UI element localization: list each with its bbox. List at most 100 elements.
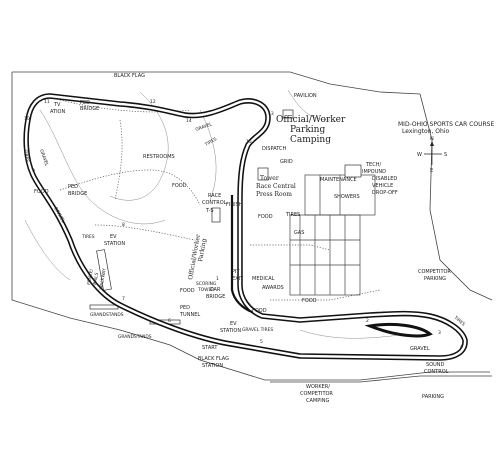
label-tires-left2: TIRES	[81, 234, 95, 240]
trail	[59, 99, 191, 113]
label-ev-station-1: EV	[110, 234, 117, 240]
turn-8: 8	[122, 222, 125, 228]
race-track	[23, 93, 468, 361]
label-grandstands-1: GRANDSTANDS	[90, 312, 124, 318]
contour-line	[199, 109, 217, 201]
compass: N S E W	[417, 136, 447, 174]
label-worker-camping-2: COMPETITOR	[300, 391, 333, 397]
label-tower-1: Tower	[260, 175, 279, 182]
label-gravel-top: GRAVEL	[195, 121, 214, 133]
label-pit: PIT	[232, 269, 240, 275]
label-food-6: FOOD	[252, 308, 267, 314]
label-tower-2: Race Central	[256, 183, 296, 190]
label-ped-tunnel-1: PED	[180, 305, 190, 311]
tower-building	[257, 167, 269, 181]
contour-line	[287, 89, 331, 121]
perimeter-road-bottom	[270, 375, 492, 383]
label-scoring-1: SCORING	[196, 281, 217, 287]
label-ev-station-2: STATION	[104, 241, 125, 247]
label-food-1: FOOD	[172, 183, 187, 189]
course-title: MID-OHIO SPORTS CAR COURSE	[398, 121, 494, 128]
pavilion-building	[282, 109, 294, 119]
label-start: START	[202, 345, 218, 351]
label-restrooms: RESTROOMS	[143, 154, 175, 160]
contour-line	[109, 91, 169, 201]
compass-w: W	[417, 152, 422, 158]
label-food-4: FOOD	[180, 288, 195, 294]
turn-10: 10	[24, 116, 30, 122]
label-ev-station-bottom-1: EV	[230, 321, 237, 327]
label-black-flag-top: BLACK FLAG	[114, 73, 145, 79]
paddock-grid	[289, 174, 376, 296]
label-black-flag-station-2: STATION	[202, 363, 223, 369]
label-fence-2: RAILS	[92, 272, 100, 285]
turn-7: 7	[122, 296, 125, 302]
label-food-2: FOOD	[258, 214, 273, 220]
turn-3: 3	[438, 330, 441, 336]
label-ped-bridge-top-2: BRIDGE	[80, 106, 99, 112]
turn-2: 2	[366, 318, 369, 324]
fence-walkway	[96, 249, 112, 291]
turn-5: 5	[260, 339, 263, 345]
label-disabled-2: VEHICLE	[372, 183, 393, 189]
label-awards: AWARDS	[262, 285, 284, 291]
label-ped-bridge-left-2: BRIDGE	[68, 191, 87, 197]
label-exit: EXIT	[232, 276, 244, 282]
label-maintenance: MAINTENANCE	[320, 177, 357, 183]
turn-15: 15	[246, 139, 252, 145]
compass-e: E	[430, 168, 433, 174]
compass-s: S	[444, 152, 447, 158]
label-ev-station-bottom-2: STATION	[220, 328, 241, 334]
label-dispatch: DISPATCH	[262, 146, 286, 152]
label-gas: GAS	[294, 230, 304, 236]
course-subtitle: Lexington, Ohio	[402, 128, 449, 135]
label-showers: SHOWERS	[334, 194, 360, 200]
race-control-building	[211, 207, 221, 223]
label-official-worker: Official/Worker	[276, 115, 346, 125]
label-sound-control-2: CONTROL	[424, 369, 449, 375]
label-food-3: FOOD	[34, 189, 49, 195]
label-race-control-1: RACE	[208, 193, 221, 199]
label-gravel-right: GRAVEL	[410, 346, 430, 352]
label-car-bridge-2: BRIDGE	[206, 294, 225, 300]
label-medical: MEDICAL	[252, 276, 275, 282]
label-tower-3: Press Room	[256, 191, 292, 198]
label-scoring-2: TOWER	[197, 287, 214, 293]
label-grandstands-2: GRANDSTANDS	[118, 334, 152, 340]
label-ped-bridge-left-1: PED	[68, 184, 78, 190]
label-worker-camping-3: CAMPING	[306, 398, 329, 404]
turn-13: 13	[268, 111, 274, 117]
label-disabled-1: DISABLED	[372, 176, 397, 182]
property-boundary	[11, 72, 490, 381]
label-parking-2: Parking	[197, 238, 208, 262]
contour-line	[24, 219, 71, 281]
trail	[59, 169, 201, 206]
contour-line	[39, 109, 166, 225]
label-finish: FINISH	[226, 202, 243, 208]
label-station-tv-2: ATION	[50, 109, 65, 115]
label-food-5: FOOD	[302, 298, 317, 304]
label-ped-tunnel-2: TUNNEL	[179, 312, 200, 318]
turn-6: 6	[168, 318, 171, 324]
label-tech-1: TECH/	[365, 162, 381, 168]
label-tires-left: TIRES	[22, 148, 30, 163]
turn-1: 1	[216, 276, 219, 282]
label-station-tv-1: TV	[53, 102, 61, 108]
label-race-control-2: CONTROL	[202, 200, 227, 206]
tech-impound-building	[344, 164, 362, 178]
label-competitor-parking-2: PARKING	[424, 276, 446, 282]
turn-11: 11	[44, 99, 50, 105]
label-ped-bridge-top-1: PED	[80, 100, 90, 106]
perimeter-road-top	[12, 71, 421, 95]
label-tech-2: IMPOUND	[362, 169, 386, 175]
label-competitor-parking-1: COMPETITOR	[418, 269, 451, 275]
label-camping: Camping	[290, 135, 331, 145]
label-grid: GRID	[280, 159, 293, 165]
label-pavilion: PAVILION	[294, 93, 317, 99]
label-parking: Parking	[290, 125, 325, 135]
trail	[114, 119, 123, 201]
label-black-flag-station-1: BLACK FLAG	[198, 356, 229, 362]
label-car-bridge-1: CAR	[210, 287, 221, 293]
compass-n: N	[430, 136, 434, 142]
